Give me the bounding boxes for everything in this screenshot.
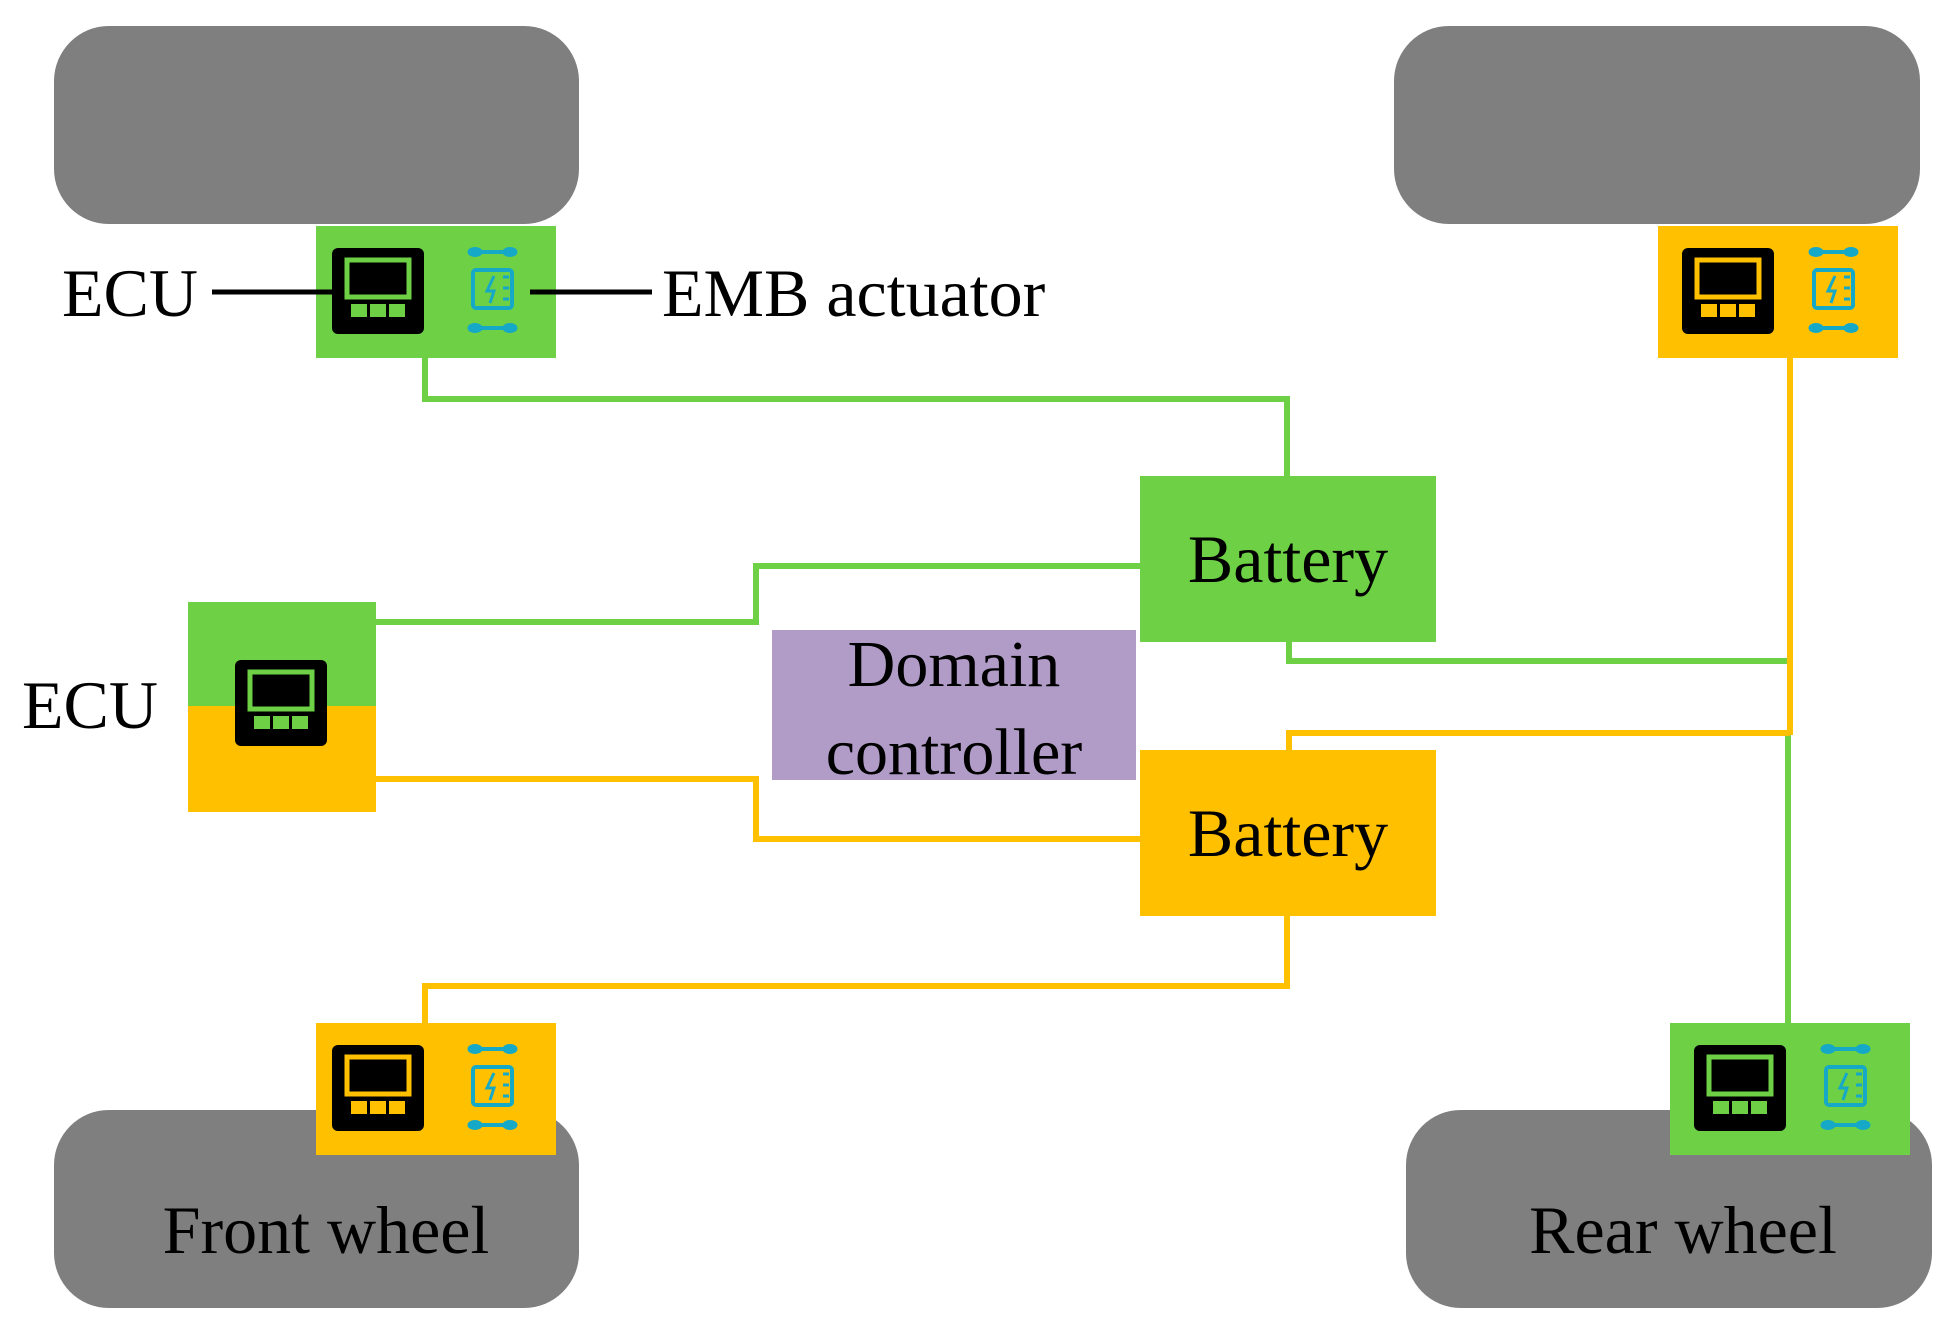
- domain-controller-label-line2: controller: [826, 716, 1083, 789]
- rear-wheel-label: Rear wheel: [1529, 1192, 1837, 1268]
- green-wiring: [376, 357, 1791, 1023]
- domain-controller-label-line1: Domain: [848, 628, 1061, 701]
- emb-actuator-label: EMB actuator: [662, 255, 1046, 331]
- battery-green-label: Battery: [1188, 521, 1388, 597]
- yellow-wiring: [376, 357, 1793, 1025]
- ecu-icon: [332, 1045, 424, 1131]
- ecu-icon: [1682, 248, 1774, 334]
- battery-green-box: [1140, 476, 1436, 642]
- rear-right-wheel: [1406, 1110, 1932, 1308]
- domain-controller-box: [772, 630, 1136, 780]
- rear-left-wheel: [1394, 26, 1920, 224]
- front-left-wheel: [54, 26, 579, 224]
- ecu-icon: [235, 660, 327, 746]
- front-wheel-label: Front wheel: [163, 1192, 490, 1268]
- front-right-wheel: [54, 1110, 579, 1308]
- battery-yellow-label: Battery: [1188, 795, 1388, 871]
- ecu-icon: [1694, 1045, 1786, 1131]
- ecu-top-label: ECU: [62, 255, 198, 331]
- battery-yellow-box: [1140, 750, 1436, 916]
- ecu-icon: [332, 248, 424, 334]
- ecu-left-label: ECU: [22, 667, 158, 743]
